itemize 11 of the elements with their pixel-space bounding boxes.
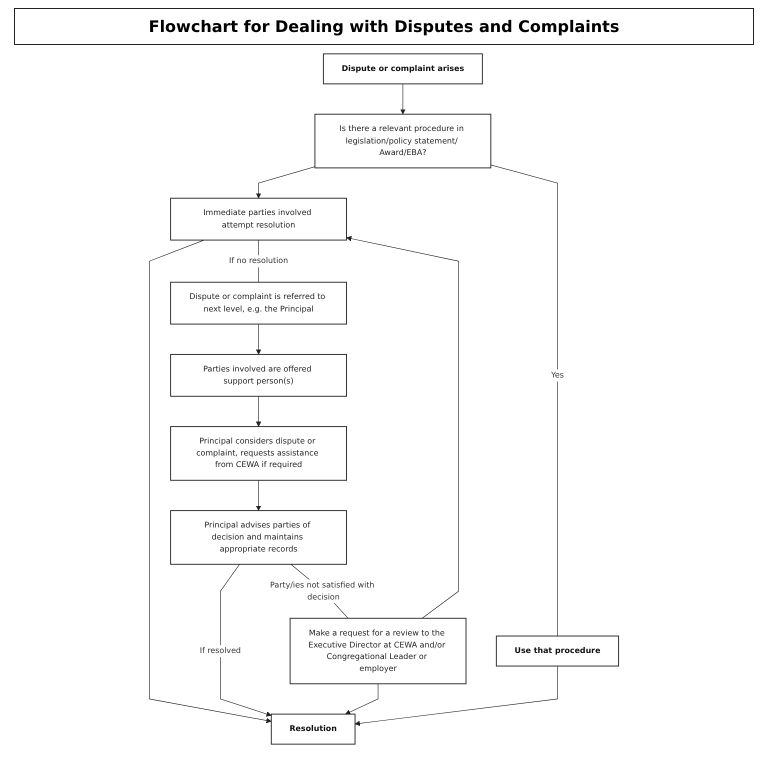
diagram-title: Flowchart for Dealing with Disputes and Complaints <box>14 8 754 45</box>
arrow <box>256 396 262 427</box>
arrow <box>256 324 262 355</box>
arrow <box>220 564 272 717</box>
arrow <box>354 666 558 726</box>
arrow <box>345 683 378 715</box>
connector <box>490 164 558 636</box>
arrow <box>256 480 262 511</box>
arrow <box>346 236 459 619</box>
arrow <box>400 84 406 114</box>
arrow <box>256 166 316 198</box>
